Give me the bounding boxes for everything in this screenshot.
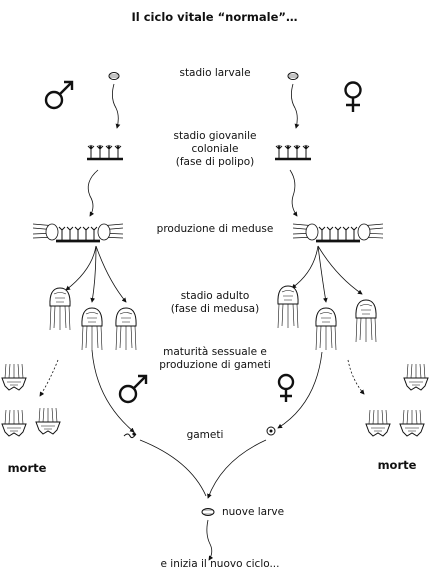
label-maturity-1: maturità sessuale e: [163, 346, 267, 358]
label-adult-stage-2: (fase di medusa): [170, 303, 260, 315]
dead-medusa-left-3: [35, 407, 61, 435]
female-symbol-top: [344, 81, 362, 112]
label-larval-stage: stadio larvale: [179, 67, 251, 79]
sperm-icon: [123, 433, 137, 439]
new-larva-icon: [201, 508, 215, 516]
arrow-polyp-left: [87, 169, 99, 217]
label-juvenile-stage-1: stadio giovanile: [173, 130, 257, 142]
arrow-polyp-right: [289, 169, 298, 217]
arrow-death-right: [347, 359, 365, 395]
colony-right: [291, 222, 385, 243]
arrow-to-sperm: [91, 349, 135, 433]
medusa-right-1: [277, 285, 299, 329]
label-new-larvae: nuove larve: [222, 506, 285, 518]
dead-medusa-right-2: [365, 409, 391, 437]
larva-right: [287, 72, 299, 80]
label-adult-stage-1: stadio adulto: [180, 290, 250, 302]
dead-medusa-left-1: [1, 363, 27, 391]
page-title: Il ciclo vitale “normale”…: [131, 10, 298, 24]
label-restart-cycle: e inizia il nuovo ciclo...: [160, 558, 280, 570]
label-death-left: morte: [7, 461, 47, 475]
arrow-fertilization-left: [139, 439, 207, 497]
arrow-new-cycle: [206, 519, 214, 561]
label-death-right: morte: [377, 458, 417, 472]
polyp-right: [273, 143, 313, 161]
medusa-left-1: [49, 287, 71, 331]
male-symbol-top: [44, 80, 74, 110]
arrow-death-left: [39, 359, 59, 397]
medusa-right-3: [355, 299, 377, 343]
medusa-left-2: [81, 307, 103, 351]
colony-left: [31, 222, 125, 243]
male-symbol-middle: [118, 374, 148, 404]
arrow-larva-right: [291, 83, 300, 129]
arrow-larva-left: [112, 83, 121, 129]
dead-medusa-right-3: [399, 409, 425, 437]
arrow-to-egg: [277, 351, 323, 429]
arrows-to-medusae-left: [65, 245, 127, 303]
polyp-left: [85, 143, 125, 161]
dead-medusa-left-2: [1, 409, 27, 437]
female-symbol-middle: [277, 373, 295, 402]
label-maturity-2: produzione di gameti: [159, 359, 271, 371]
label-medusa-production: produzione di meduse: [156, 223, 274, 235]
medusa-left-3: [115, 307, 137, 351]
arrow-fertilization-right: [207, 439, 267, 499]
label-gametes: gameti: [186, 429, 224, 441]
arrows-to-medusae-right: [291, 245, 363, 303]
label-juvenile-stage-2: coloniale: [191, 143, 239, 155]
medusa-right-2: [315, 307, 337, 351]
egg-icon: [266, 426, 276, 436]
dead-medusa-right-1: [403, 363, 429, 391]
larva-left: [108, 72, 120, 80]
label-juvenile-stage-3: (fase di polipo): [175, 156, 255, 168]
